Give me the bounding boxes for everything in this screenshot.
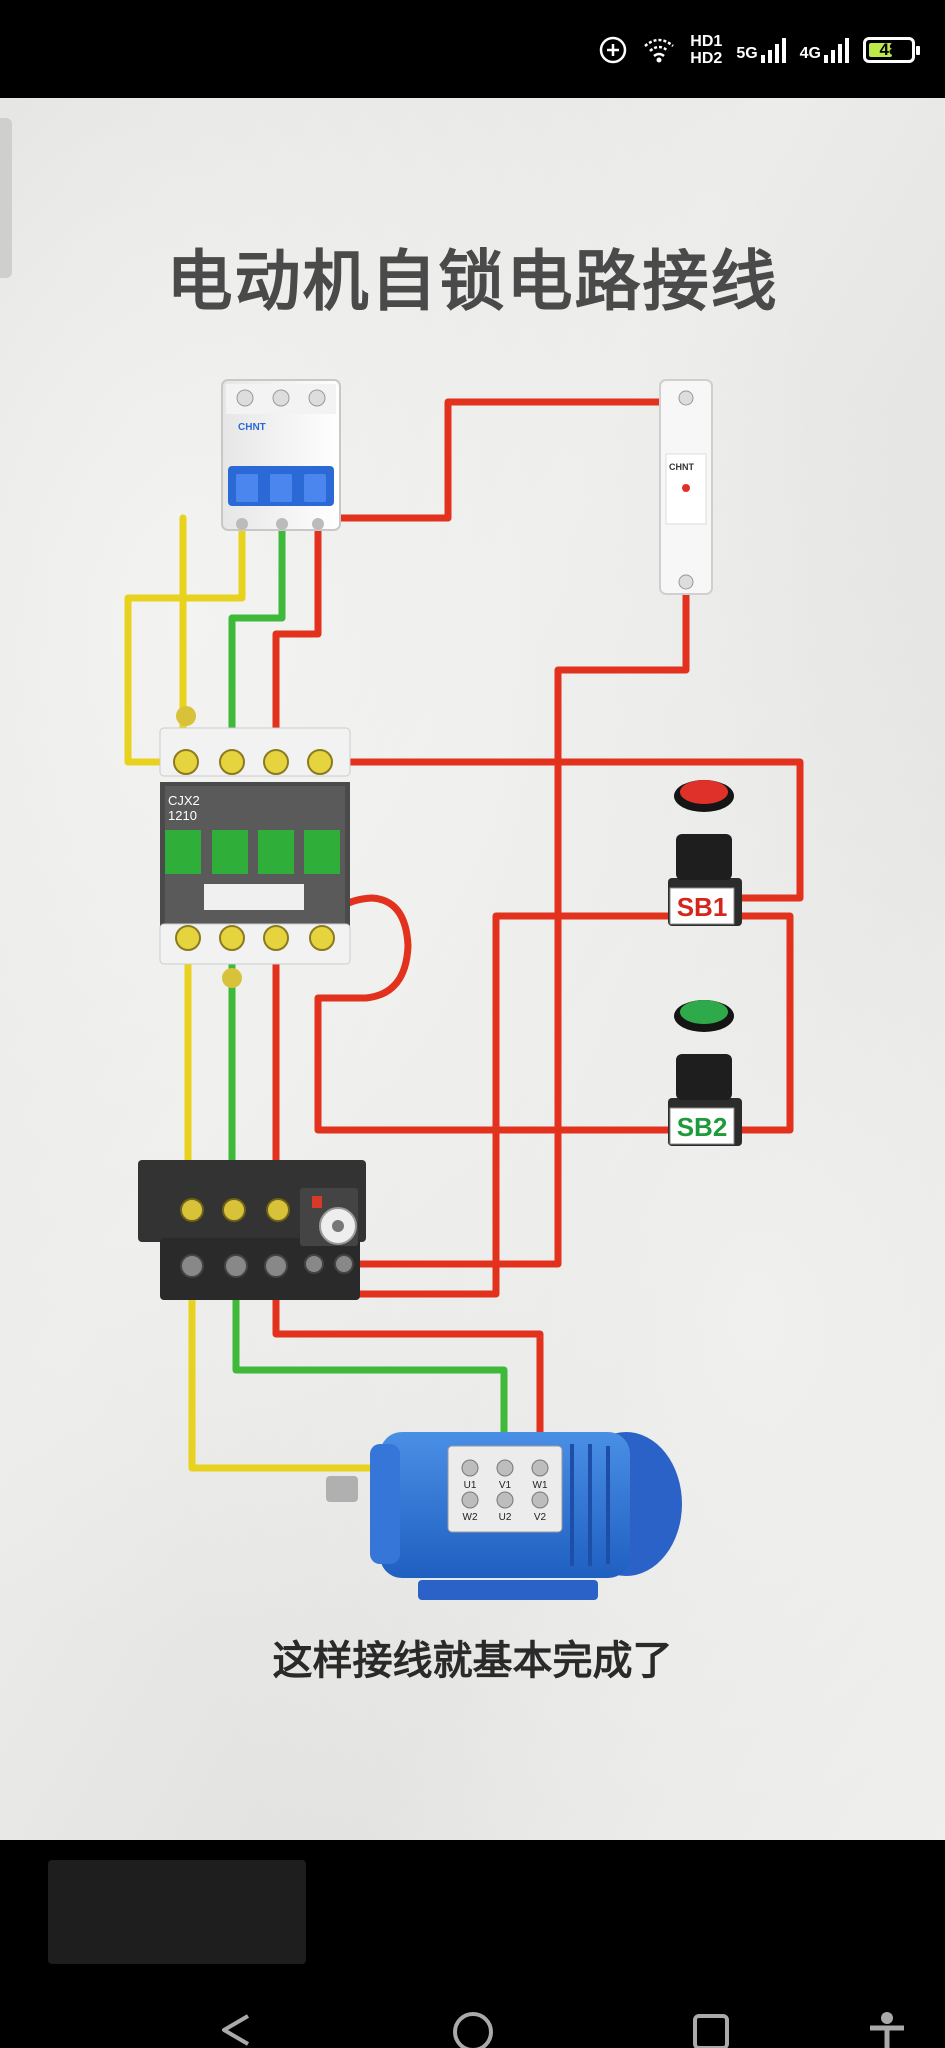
signal-4g: 4G [800,37,849,63]
wire-red-breaker-to-fuse [314,398,676,534]
hd1-label: HD1 [690,33,723,50]
signal-bars-icon [824,37,849,63]
terminal-v2: V2 [534,1512,547,1523]
electric-motor: U1 V1 W1 W2 U2 V2 [326,1432,682,1600]
home-circle-icon [453,2012,493,2048]
contactor-model-2: 1210 [168,808,197,823]
status-bar: HD1 HD2 5G 4G 48 [0,0,945,98]
terminal-w1: W1 [533,1480,548,1491]
battery-level: 48 [879,40,899,59]
sb2-label: SB2 [677,1112,728,1142]
edge-handle [0,118,12,278]
wire-yellow-breaker-to-contactor [124,526,246,766]
back-button[interactable] [210,2008,260,2048]
accessibility-button[interactable] [862,2008,912,2048]
circuit-breaker: CHNT [221,379,341,531]
diagram-title: 电动机自锁电路接线 [166,244,779,318]
fuse-module: CHNT [659,379,713,595]
battery-icon: 48 [863,37,920,63]
add-circle-icon [600,36,627,64]
hd2-label: HD2 [690,50,723,67]
wiring-image: 电动机自锁电路接线 [0,98,945,1840]
terminal-w2: W2 [463,1512,478,1523]
recents-button[interactable] [686,2008,736,2048]
signal-bars-icon [760,37,786,63]
accessibility-icon [870,2012,904,2048]
recents-square-icon [693,2014,729,2048]
wire-red-sb1-to-relay [310,912,672,1298]
breaker-brand: CHNT [238,422,266,433]
terminal-v1: V1 [499,1480,512,1491]
navigation-bar [0,1840,945,2048]
wire-red-contactor-to-sb1 [316,758,804,902]
wire-red-sb1-to-sb2 [738,912,794,1134]
wire-red-fuse-to-relay [308,590,690,1268]
stop-button-sb1: SB1 [668,780,742,926]
contactor: CJX2 1210 [159,706,351,988]
signal-5g: 5G [736,37,786,63]
wire-red-breaker-to-contactor [272,526,322,766]
status-icons: HD1 HD2 5G 4G 48 [598,28,920,72]
back-triangle-icon [222,2014,250,2046]
wifi-icon [644,38,675,63]
signal-4g-label: 4G [799,45,821,62]
start-button-sb2: SB2 [668,1000,742,1146]
hd-indicator: HD1 HD2 [690,33,722,67]
wiring-diagram: CHNT CHNT CJX2 1210 [124,379,804,1600]
thermal-relay [138,1160,366,1300]
signal-5g-label: 5G [736,45,758,62]
sb1-label: SB1 [677,892,728,922]
wire-green-breaker-to-contactor [228,526,286,766]
fuse-brand: CHNT [669,462,694,472]
terminal-u2: U2 [499,1512,512,1523]
home-button[interactable] [448,2008,498,2048]
caption: 这样接线就基本完成了 [272,1639,673,1683]
wire-green-to-motor [232,1262,508,1462]
contactor-model-1: CJX2 [168,793,200,808]
terminal-u1: U1 [464,1480,477,1491]
preview-thumbnail[interactable] [48,1860,306,1964]
